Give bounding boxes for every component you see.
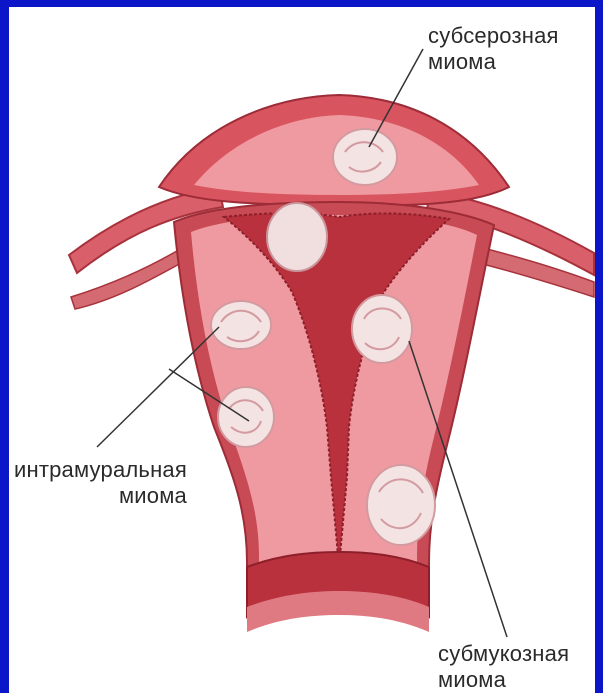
label-subserous-line2: миома <box>428 49 559 75</box>
fibroid-intramural-lower <box>218 387 274 447</box>
label-intramural-line2: миома <box>14 483 187 509</box>
label-intramural-line1: интрамуральная <box>14 457 187 483</box>
fibroid-pedunculated <box>267 203 327 271</box>
label-intramural-myoma: интрамуральная миома <box>14 457 187 509</box>
label-submucous-line2: миома <box>438 667 569 693</box>
label-submucous-myoma: субмукозная миома <box>438 641 569 693</box>
label-subserous-line1: субсерозная <box>428 23 559 49</box>
fibroid-subserous <box>333 129 397 185</box>
leader-line-intramural-upper <box>97 327 219 447</box>
fibroid-intramural-upper <box>211 301 271 349</box>
fibroid-submucous-lower <box>367 465 435 545</box>
fibroid-submucous-upper <box>352 295 412 363</box>
label-submucous-line1: субмукозная <box>438 641 569 667</box>
image-frame: субсерозная миома интрамуральная миома с… <box>9 7 595 693</box>
uterus-illustration <box>9 7 595 693</box>
label-subserous-myoma: субсерозная миома <box>428 23 559 75</box>
